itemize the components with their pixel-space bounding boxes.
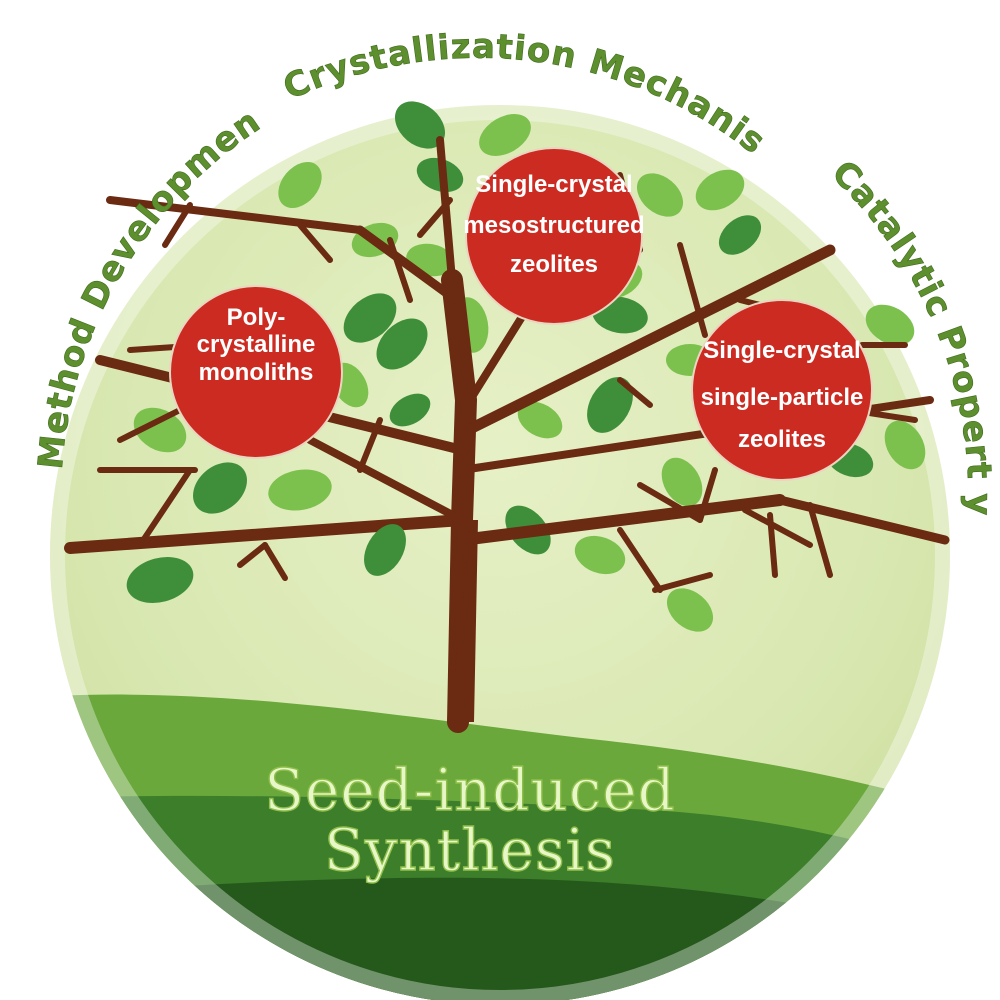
- branch: [64, 514, 468, 554]
- leaf: [865, 304, 915, 346]
- leaf: [587, 377, 633, 433]
- leaf-group-front: [364, 393, 431, 576]
- twig: [237, 542, 268, 568]
- leaf: [574, 535, 626, 575]
- leaf-group-back: [126, 101, 926, 632]
- leaf: [479, 114, 531, 156]
- branch: [306, 436, 466, 524]
- leaf: [394, 101, 446, 149]
- leaf: [126, 556, 194, 604]
- leaf: [376, 318, 428, 370]
- fruit-label-line: Single-crystal: [703, 337, 860, 364]
- fruit-label-line: zeolites: [510, 251, 598, 278]
- fruit-label-line: Single-crystal: [475, 171, 632, 198]
- fruit-label-line: mesostructured: [463, 212, 644, 239]
- leaf: [718, 215, 762, 255]
- twig: [637, 482, 703, 523]
- fruit-label-line: single-particle: [701, 384, 864, 411]
- fruit-circle: [691, 299, 873, 481]
- twig: [617, 377, 653, 408]
- base-title-line2: Synthesis: [324, 816, 616, 884]
- twig: [262, 542, 288, 581]
- twig: [677, 242, 708, 338]
- leaf: [389, 393, 431, 427]
- fruit-label-line: Poly-: [227, 304, 286, 331]
- tree-trunk-base: [450, 520, 478, 722]
- leaf: [695, 169, 745, 211]
- leaf: [278, 161, 322, 209]
- twig: [297, 222, 333, 263]
- twig: [652, 572, 713, 593]
- leaf: [133, 407, 187, 453]
- fruit-label-line: crystalline: [197, 331, 316, 358]
- hill-dark: [50, 877, 950, 1000]
- leaf: [364, 524, 406, 576]
- branch: [436, 136, 456, 284]
- fruit-polycrystalline: Poly- crystalline monoliths: [169, 285, 343, 459]
- twig: [357, 417, 383, 473]
- leaf: [268, 469, 332, 511]
- branch: [462, 244, 836, 436]
- tree: [64, 136, 950, 733]
- leaf: [666, 588, 714, 632]
- branch: [355, 225, 461, 305]
- fruit-label-line: monoliths: [199, 359, 314, 386]
- twig: [162, 202, 193, 248]
- branch: [456, 494, 786, 546]
- twig: [742, 507, 813, 548]
- twig: [697, 467, 718, 523]
- leaf: [661, 457, 703, 507]
- fruit-circle: [465, 147, 643, 325]
- leaf: [884, 420, 926, 470]
- twig: [417, 197, 453, 238]
- fruit-mesostructured: Single-crystal mesostructured zeolites: [463, 147, 645, 325]
- twig: [387, 237, 413, 303]
- branch: [106, 196, 364, 234]
- base-title-line1: Seed-induced: [264, 756, 675, 824]
- leaf: [343, 293, 397, 343]
- leaf: [193, 462, 247, 514]
- twig: [767, 512, 778, 578]
- leaf: [636, 173, 684, 217]
- fruit-circle: [169, 285, 343, 459]
- twig: [137, 467, 193, 548]
- leaf: [517, 401, 563, 439]
- fruit-label-line: zeolites: [738, 426, 826, 453]
- twig: [807, 502, 833, 578]
- twig: [617, 527, 663, 593]
- fruit-single-particle: Single-crystal single-particle zeolites: [691, 299, 873, 481]
